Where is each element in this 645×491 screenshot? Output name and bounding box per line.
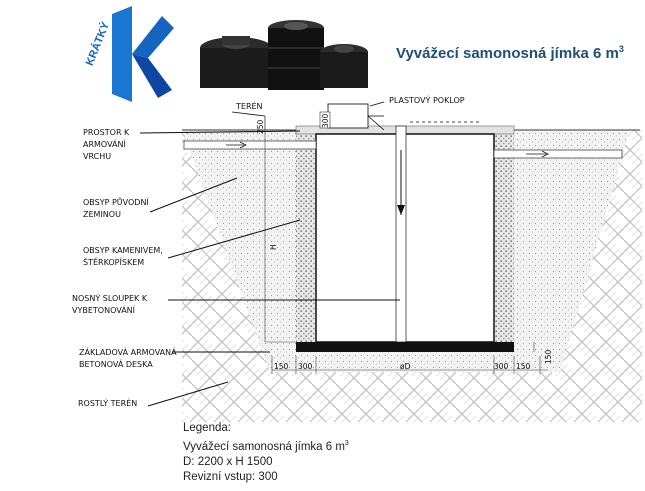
legend-line-1: Vyvážecí samonosná jímka 6 m3 — [183, 440, 349, 453]
label-rostly-teren: ROSTLÝ TERÉN — [78, 399, 138, 408]
outlet-pipe — [493, 149, 623, 159]
base-slab — [296, 342, 514, 352]
legend-line-2: D: 2200 x H 1500 — [183, 455, 273, 468]
label-teren: TERÉN — [236, 102, 263, 111]
dim-od: øD — [400, 362, 411, 371]
dim-150-side: 150 — [544, 349, 553, 364]
plastic-lid — [327, 103, 369, 129]
label-plastovy-poklop: PLASTOVÝ POKLOP — [389, 96, 465, 105]
dim-250: 250 — [256, 119, 265, 134]
gravel-fill-right — [494, 130, 514, 342]
dim-h: H — [269, 244, 278, 250]
label-obsyp-kamenivem: OBSYP KAMENIVEM,ŠTĚRKOPÍSKEM — [83, 246, 163, 267]
tanks-photo — [196, 18, 376, 90]
dim-300-right: 300 — [494, 362, 509, 371]
legend: Legenda: Vyvážecí samonosná jímka 6 m3 D… — [183, 421, 349, 485]
dim-300-left: 300 — [298, 362, 313, 371]
dim-300-top: 300 — [321, 113, 330, 128]
logo-k-icon — [112, 6, 174, 102]
dim-150-left: 150 — [274, 362, 289, 371]
gravel-fill-left — [296, 130, 316, 342]
dim-150-right: 150 — [516, 362, 531, 371]
legend-heading: Legenda: — [183, 422, 231, 434]
legend-line-3: Revizní vstup: 300 — [183, 470, 278, 483]
page-title: Vyvážecí samonosná jímka 6 m3 — [396, 44, 624, 62]
inlet-pipe — [183, 140, 317, 150]
brand-logo — [70, 2, 180, 110]
